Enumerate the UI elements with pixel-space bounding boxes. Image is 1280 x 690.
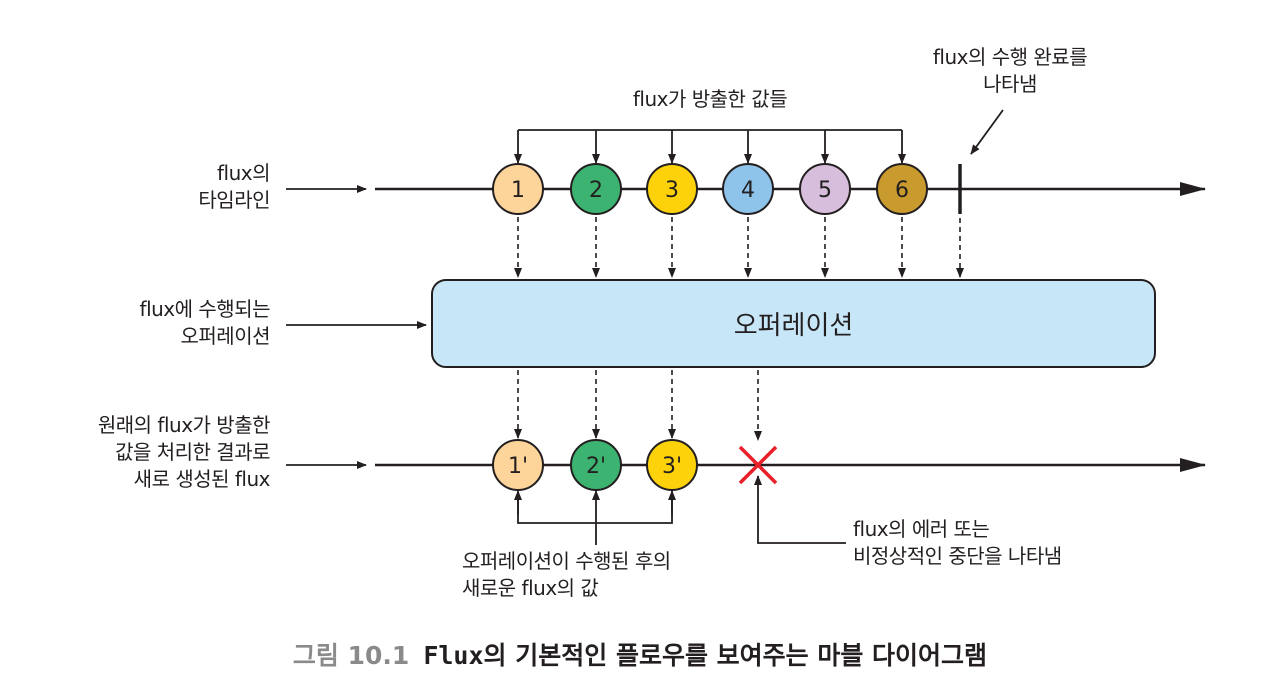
emitted-values-bracket	[514, 129, 906, 164]
marble-circle	[646, 439, 698, 491]
marble-value: 4	[741, 178, 755, 203]
new-values-label-line: 오퍼레이션이 수행된 후의	[462, 549, 671, 573]
marble-value: 5	[818, 178, 832, 203]
marble-value: 1	[511, 178, 525, 203]
source-marble: 2	[570, 163, 622, 215]
bracket-bar	[517, 492, 673, 524]
error-label: flux의 에러 또는 비정상적인 중단을 나타냄	[853, 516, 1173, 570]
error-pointer-arrow	[754, 475, 846, 544]
marble-value: 2'	[586, 454, 606, 479]
marble-circle	[799, 163, 851, 215]
marble-value: 3	[665, 178, 679, 203]
marble-circle	[722, 163, 774, 215]
caption-text: 의 기본적인 플로우를 보여주는 마블 다이어그램	[483, 641, 988, 670]
marble-value: 1'	[508, 454, 528, 479]
completion-label-line: flux의 수행 완료를	[932, 45, 1088, 69]
result-marble: 1'	[492, 439, 544, 491]
new-values-label: 오퍼레이션이 수행된 후의 새로운 flux의 값	[462, 548, 782, 602]
operation-input-label-line: 오퍼레이션	[180, 324, 271, 348]
source-marble: 6	[876, 163, 928, 215]
timeline-label-line: flux의	[216, 161, 271, 185]
completion-pointer-arrow	[970, 109, 1004, 155]
figure-caption: 그림 10.1 Flux의 기본적인 플로우를 보여주는 마블 다이어그램	[0, 636, 1280, 672]
marble-value: 3'	[662, 454, 682, 479]
marble-circle	[646, 163, 698, 215]
result-marbles: 1' 2' 3'	[492, 439, 698, 491]
source-marbles: 1 2 3 4 5 6	[492, 163, 928, 215]
operation-box	[431, 279, 1156, 368]
marble-circle	[492, 163, 544, 215]
error-x-icon	[738, 445, 778, 485]
marble-circle	[876, 163, 928, 215]
completion-label-line: 나타냄	[983, 72, 1037, 96]
dashed-arrows-to-operation	[514, 217, 964, 278]
timeline-label-line: 타임라인	[198, 188, 270, 212]
operation-input-label-line: flux에 수행되는	[139, 297, 271, 321]
error-label-line: flux의 에러 또는	[853, 517, 990, 541]
result-marble: 2'	[570, 439, 622, 491]
operation-box-label: 오퍼레이션	[733, 311, 854, 341]
new-values-label-line: 새로운 flux의 값	[462, 576, 599, 600]
source-marble: 3	[646, 163, 698, 215]
error-label-line: 비정상적인 중단을 나타냄	[853, 544, 1062, 568]
source-marble: 1	[492, 163, 544, 215]
completion-label: flux의 수행 완료를 나타냄	[880, 44, 1140, 98]
new-flux-label-line: 새로 생성된 flux	[133, 467, 271, 491]
marble-value: 6	[895, 178, 909, 203]
new-values-bracket	[514, 490, 676, 545]
marble-circle	[570, 439, 622, 491]
marble-circle	[492, 439, 544, 491]
marble-value: 2	[589, 178, 603, 203]
timeline-label: flux의 타임라인	[120, 160, 270, 214]
result-marble: 3'	[646, 439, 698, 491]
new-flux-label-line: 값을 처리한 결과로	[115, 440, 270, 464]
new-flux-label: 원래의 flux가 방출한 값을 처리한 결과로 새로 생성된 flux	[0, 412, 271, 493]
dashed-arrows-from-operation	[514, 370, 762, 441]
operation-input-label: flux에 수행되는 오퍼레이션	[60, 296, 271, 350]
source-marble: 5	[799, 163, 851, 215]
source-marble: 4	[722, 163, 774, 215]
marble-circle	[570, 163, 622, 215]
emitted-values-label: flux가 방출한 값들	[632, 87, 788, 111]
caption-code: Flux	[423, 641, 484, 670]
figure-number: 그림 10.1	[292, 641, 410, 670]
new-flux-label-line: 원래의 flux가 방출한	[97, 413, 271, 437]
